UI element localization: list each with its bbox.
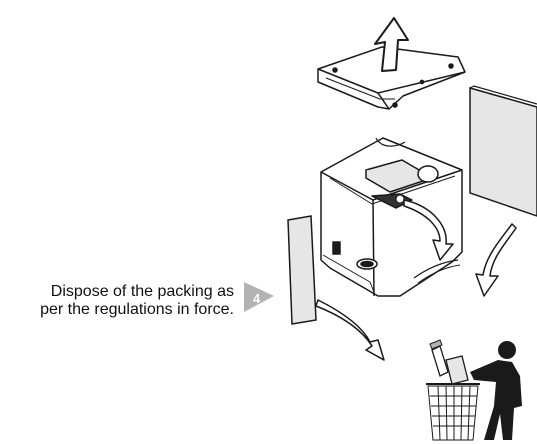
side-panel-left [288,216,316,324]
side-panel-right [470,88,537,216]
curved-arrow-icon [476,224,516,296]
instruction-line-1: Dispose of the packing as [0,283,234,301]
step-number: 4 [253,291,261,306]
step-badge: 4 [244,282,274,312]
recycle-bin-icon [426,340,480,440]
instruction-line-2: per the regulations in force. [0,301,234,319]
instruction-text: Dispose of the packing as per the regula… [0,283,234,319]
machine-box [321,138,462,296]
curved-arrow-icon [316,300,384,360]
